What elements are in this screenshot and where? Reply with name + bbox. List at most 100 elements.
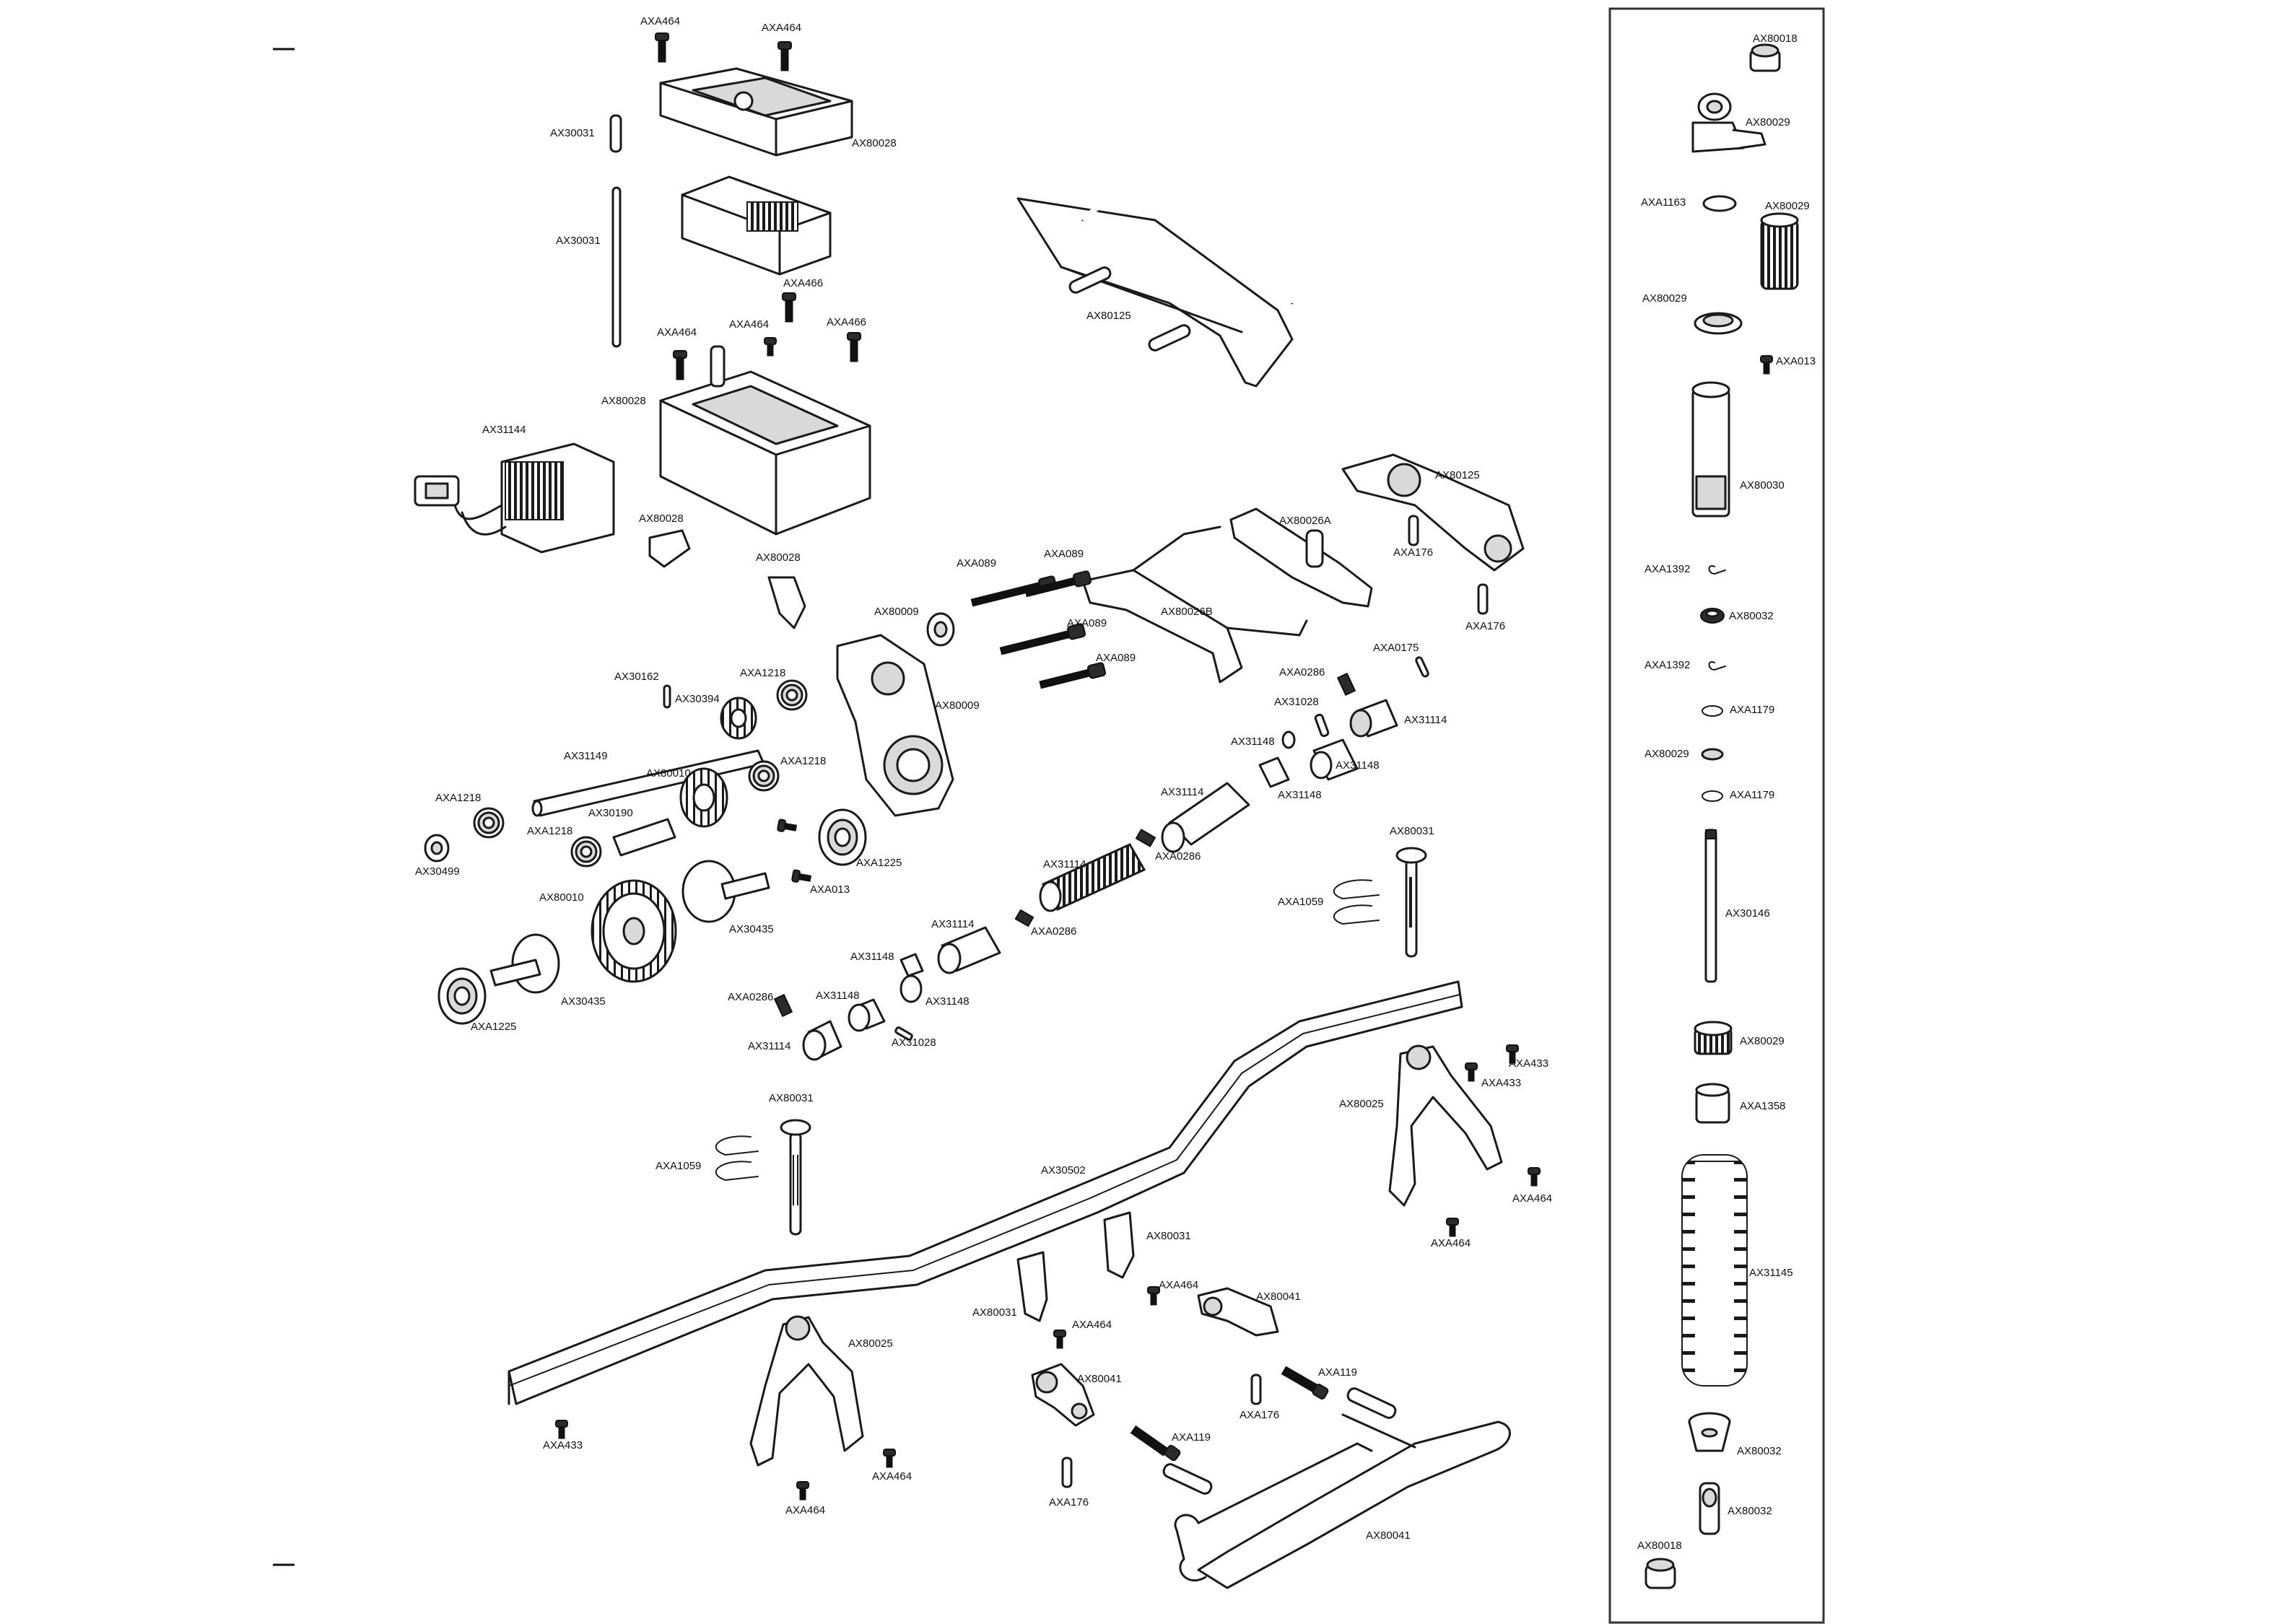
label-ax80031-center: AX80031	[1146, 1230, 1191, 1242]
label-axa464-1: AXA464	[640, 15, 680, 27]
label-axa0286-mid: AXA0286	[1155, 850, 1201, 863]
shock-spring	[1681, 1154, 1748, 1387]
shock-tower-right	[1388, 1044, 1503, 1207]
label-ax31114-bottom: AX31114	[748, 1040, 791, 1052]
label-shock-ax80032-piston: AX80032	[1729, 610, 1774, 622]
mount-pin-lower	[1477, 583, 1489, 615]
label-axa013: AXA013	[810, 883, 850, 896]
frame-rail	[507, 980, 1463, 1405]
label-axa089-4: AXA089	[1096, 652, 1136, 664]
label-axa1218-b: AXA1218	[780, 755, 826, 767]
setscrew-bottom	[773, 993, 793, 1018]
tray-clip-left	[648, 529, 691, 568]
shock-body	[1691, 381, 1730, 518]
shock-detail-panel	[1608, 7, 1825, 1624]
front-body-mount	[1341, 453, 1525, 572]
label-ax31028-top: AX31028	[1274, 696, 1319, 708]
front-bumper	[1162, 1387, 1511, 1589]
label-shock-ax30146: AX30146	[1725, 907, 1770, 920]
label-axa176-upper: AXA176	[1393, 546, 1433, 559]
label-ax80125-rear: AX80125	[1086, 310, 1131, 322]
short-pin	[609, 114, 622, 153]
setscrew-top	[1336, 672, 1356, 697]
label-shock-axa013: AXA013	[1776, 355, 1816, 367]
label-shock-ax80018-bottom: AX80018	[1637, 1540, 1682, 1552]
bearing-large-left	[437, 967, 487, 1025]
shock-cap-eyelet	[1691, 92, 1767, 153]
long-rod	[611, 186, 622, 348]
label-shock-ax31145: AX31145	[1749, 1267, 1793, 1279]
bolt-axa119-left	[1130, 1425, 1181, 1462]
shock-nut	[1694, 1021, 1733, 1055]
label-ax30435-right: AX30435	[729, 923, 774, 935]
tray-screw-4	[847, 332, 861, 362]
screw-axa013-b	[790, 869, 813, 886]
spur-gear-large	[591, 879, 677, 983]
label-ax31114-top: AX31114	[1404, 714, 1447, 726]
label-axa464-lb: AXA464	[785, 1504, 825, 1516]
bearing-d	[570, 836, 602, 868]
label-ax80010-large: AX80010	[539, 891, 584, 904]
label-ax31148-a: AX31148	[1231, 735, 1275, 748]
label-ax30031-rod: AX30031	[556, 235, 601, 247]
cup-top	[1349, 699, 1398, 738]
receiver-box	[681, 175, 832, 276]
screw-axa013-a	[776, 818, 798, 835]
label-ax30394: AX30394	[675, 693, 720, 705]
tray-screw-3	[764, 337, 777, 357]
coupler-f	[848, 998, 886, 1032]
label-axa119-left: AXA119	[1172, 1431, 1211, 1444]
setscrew-mid	[1135, 829, 1156, 847]
mount-pin-upper	[1408, 515, 1419, 546]
label-ax31148-b: AX31148	[1336, 759, 1380, 772]
battery-lid-screw-right	[777, 41, 792, 71]
label-axa1225-left: AXA1225	[471, 1021, 516, 1033]
label-ax31028-bottom: AX31028	[892, 1036, 936, 1049]
frame-bracket-center	[1103, 1211, 1135, 1279]
label-axa1218-a: AXA1218	[740, 667, 785, 679]
label-ax80041-upper: AX80041	[1256, 1291, 1301, 1303]
long-bolt-3	[999, 623, 1086, 655]
screw-axa464-ra	[1528, 1167, 1541, 1187]
label-ax80009-case: AX80009	[935, 699, 980, 712]
shock-top-cap	[1749, 43, 1781, 72]
label-ax30499: AX30499	[415, 865, 460, 878]
label-ax80028-clip-l: AX80028	[639, 512, 684, 525]
shock-washer	[1701, 748, 1724, 761]
label-ax80031-post-r: AX80031	[1390, 825, 1434, 837]
coupler-d	[899, 953, 924, 977]
tray-clip-right	[767, 576, 806, 629]
coupler-b	[1310, 738, 1359, 781]
pin-top	[1314, 713, 1330, 738]
label-ax80025-left: AX80025	[848, 1337, 893, 1350]
shock-oring-1163	[1702, 195, 1737, 212]
label-axa176-bottom: AXA176	[1049, 1496, 1089, 1509]
label-ax80028-tray: AX80028	[601, 395, 646, 407]
label-shock-ax80029-washer: AX80029	[1644, 748, 1689, 760]
body-clip-right	[1333, 879, 1380, 925]
idler-gear-small	[679, 767, 728, 828]
shock-oring-1179b	[1702, 790, 1723, 802]
label-axa466-b: AXA466	[827, 316, 866, 328]
small-pin-right	[1415, 656, 1429, 678]
label-ax30162: AX30162	[614, 671, 659, 683]
label-axa464-tray-l: AXA464	[657, 326, 697, 339]
shock-spacer-1358	[1695, 1083, 1730, 1124]
label-axa119-right: AXA119	[1318, 1366, 1357, 1379]
label-axa464-2: AXA464	[762, 22, 801, 34]
label-shock-ax80029-piston: AX80029	[1765, 200, 1810, 212]
label-ax30502: AX30502	[1041, 1164, 1086, 1176]
label-axa0286-low: AXA0286	[1031, 925, 1076, 938]
cup-low	[937, 926, 1001, 974]
bearing-a	[776, 679, 808, 711]
screw-axa464-la	[883, 1449, 896, 1468]
label-axa433-rb: AXA433	[1481, 1077, 1521, 1089]
cup-mid	[1161, 782, 1250, 853]
label-axa089-2: AXA089	[1044, 548, 1084, 560]
shock-piston	[1700, 608, 1725, 624]
long-bolt-4	[1039, 662, 1107, 689]
label-axa1059-r: AXA1059	[1278, 896, 1323, 908]
label-axa464-ra: AXA464	[1512, 1192, 1552, 1205]
screw-axa464-ca	[1147, 1286, 1160, 1306]
